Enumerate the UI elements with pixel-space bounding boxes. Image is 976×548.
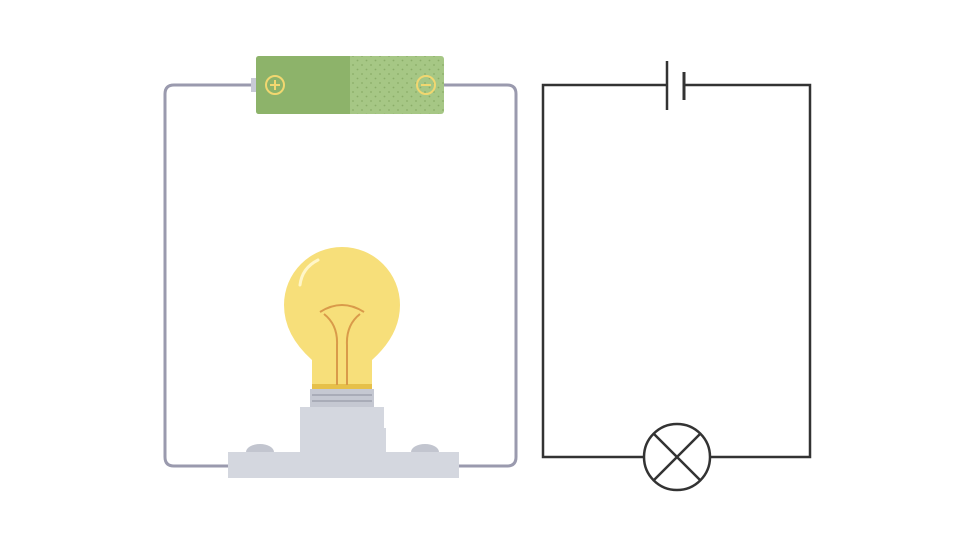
filament — [319, 304, 365, 385]
schematic-circuit — [541, 61, 812, 492]
light-bulb — [228, 247, 459, 478]
wire — [163, 83, 518, 468]
lamp-symbol — [642, 422, 712, 492]
minus-circle-icon — [416, 75, 436, 95]
battery — [251, 56, 444, 114]
pictorial-circuit — [163, 56, 518, 478]
plus-circle-icon — [265, 75, 285, 95]
cell-symbol — [665, 61, 686, 110]
schematic-wire — [541, 83, 812, 459]
